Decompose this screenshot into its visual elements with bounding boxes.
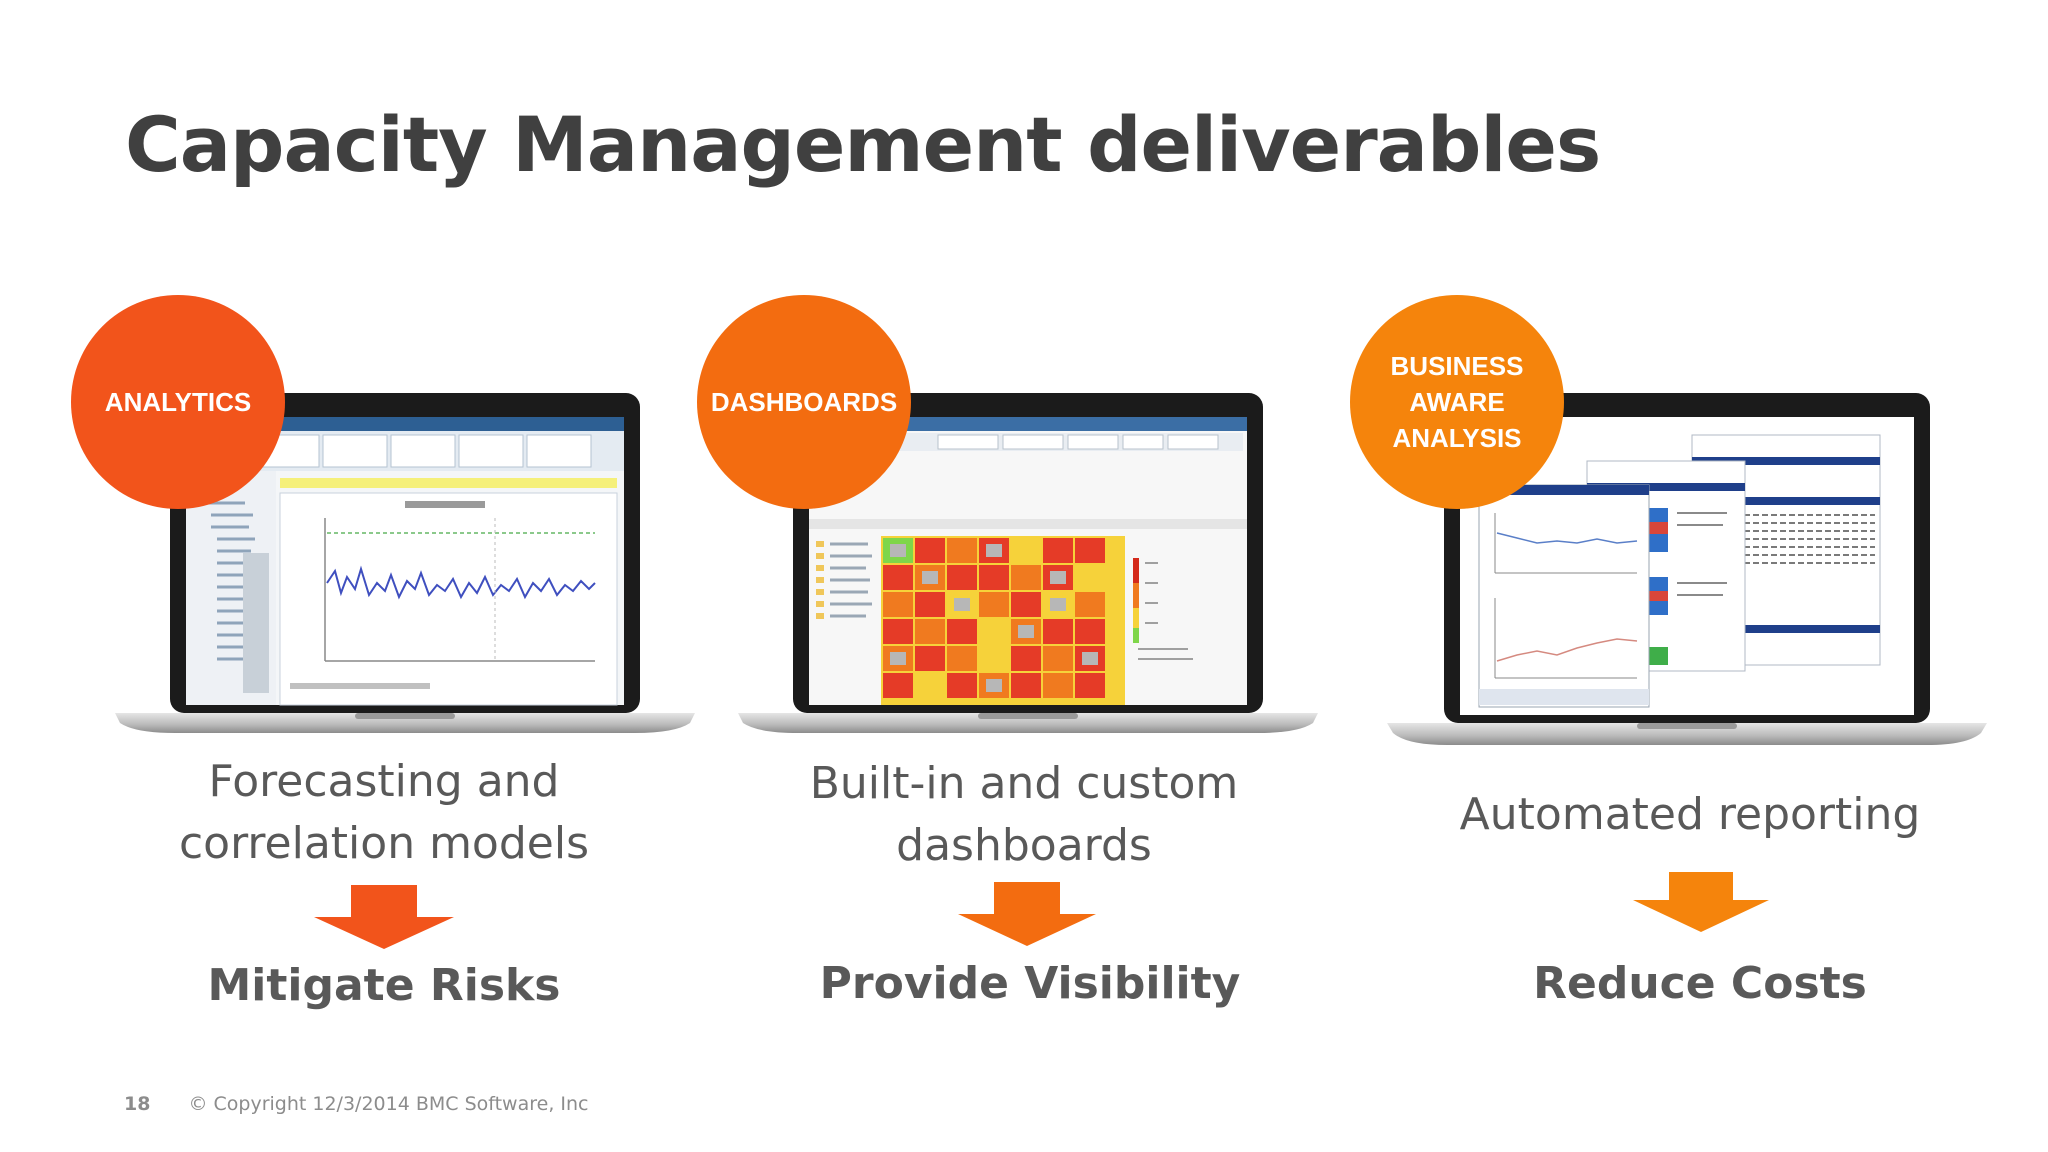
dashboards-description: Built-in and custom dashboards: [809, 758, 1239, 871]
business-description: Automated reporting: [1459, 789, 1921, 840]
page-number: 18: [124, 1093, 151, 1115]
provide-visibility-label: Provide Visibility: [819, 958, 1241, 1009]
reduce-costs-label: Reduce Costs: [1533, 958, 1867, 1009]
down-arrow-icon: [958, 882, 1096, 946]
analytics-badge: ANALYTICS: [71, 295, 285, 509]
page-title: Capacity Management deliverables: [125, 100, 1601, 189]
business-analysis-laptop: [1387, 393, 1987, 745]
down-arrow-icon: [314, 885, 454, 949]
business-aware-analysis-badge: BUSINESS AWARE ANALYSIS: [1350, 295, 1564, 509]
analytics-description: Forecasting and correlation models: [178, 756, 589, 869]
down-arrow-icon: [1633, 872, 1769, 932]
copyright-notice: © Copyright 12/3/2014 BMC Software, Inc: [188, 1093, 589, 1115]
footer: 18 © Copyright 12/3/2014 BMC Software, In…: [124, 1093, 589, 1115]
mitigate-risks-label: Mitigate Risks: [207, 960, 561, 1011]
dashboards-laptop: [738, 393, 1318, 733]
analytics-laptop: [115, 393, 695, 733]
dashboards-badge: DASHBOARDS: [697, 295, 911, 509]
